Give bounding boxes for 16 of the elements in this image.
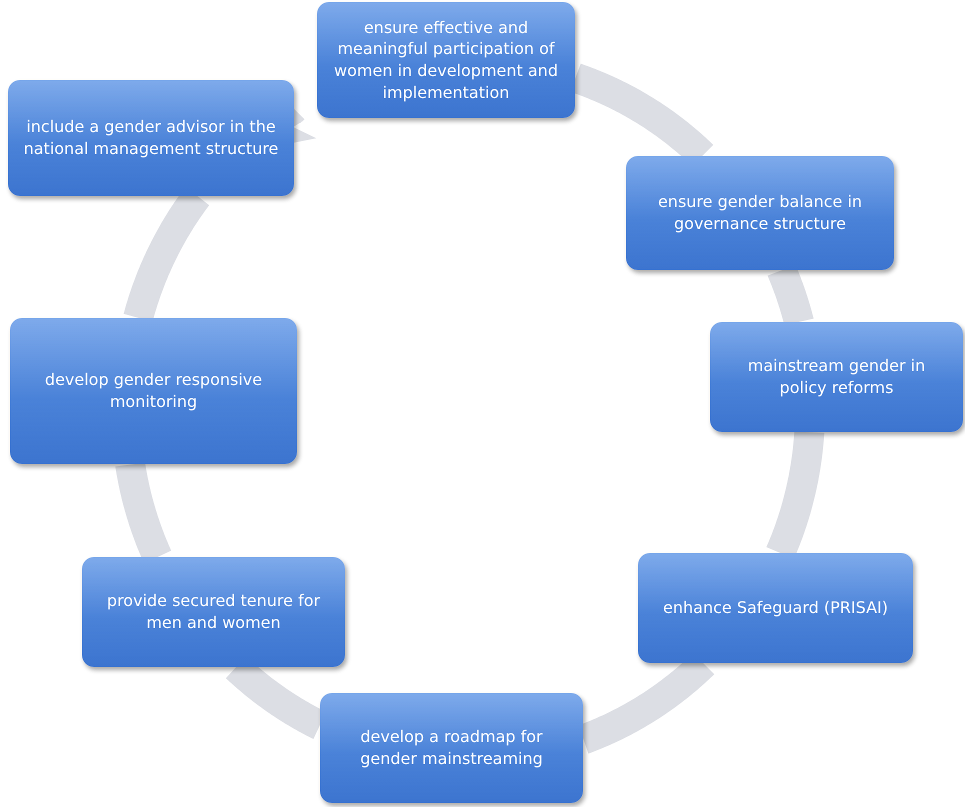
- step-box: [8, 80, 294, 196]
- step-box: [638, 553, 913, 663]
- step-box: [320, 693, 583, 803]
- step-text: ensure gender balance in governance structure: [656, 191, 864, 235]
- step-text: provide secured tenure for men and women: [106, 590, 322, 634]
- step-text: develop a roadmap for gender mainstreaming: [359, 726, 544, 770]
- step-text: develop gender responsive monitoring: [44, 369, 264, 413]
- step-text: mainstream gender in policy reforms: [746, 355, 926, 399]
- step-box: [626, 156, 894, 270]
- step-box: [10, 318, 297, 464]
- step-box: [82, 557, 345, 667]
- step-box: [710, 322, 963, 432]
- step-box: [317, 2, 575, 118]
- step-text: enhance Safeguard (PRISAI): [663, 597, 888, 619]
- step-text: include a gender advisor in the national management structure: [22, 116, 280, 160]
- step-text: ensure effective and meaningful participation of women in development and implementation: [333, 16, 559, 104]
